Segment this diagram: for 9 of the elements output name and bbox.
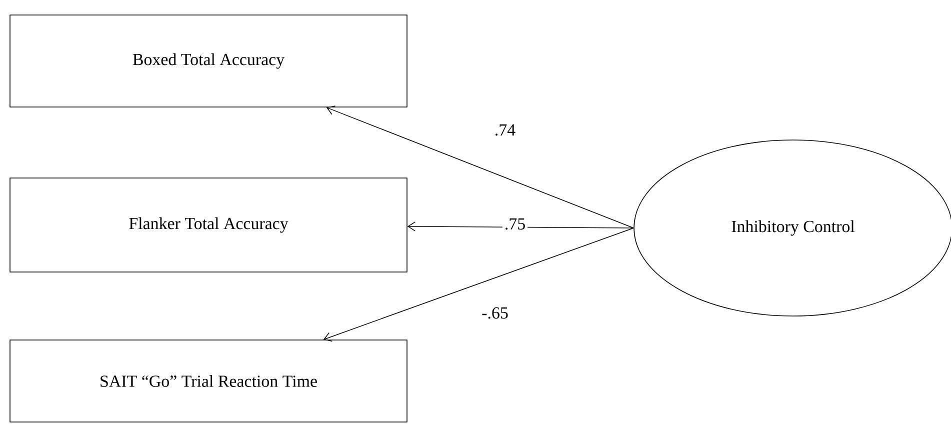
arrow (407, 222, 634, 232)
measure-box: SAIT “Go” Trial Reaction Time (10, 340, 408, 422)
edge-label: .75 (502, 216, 528, 232)
arrow (326, 106, 634, 228)
edge-label: .74 (492, 122, 518, 138)
arrow (323, 228, 634, 342)
edge-label: -.65 (480, 305, 510, 321)
measure-box: Boxed Total Accuracy (10, 14, 408, 108)
measure-box: Flanker Total Accuracy (10, 178, 408, 272)
